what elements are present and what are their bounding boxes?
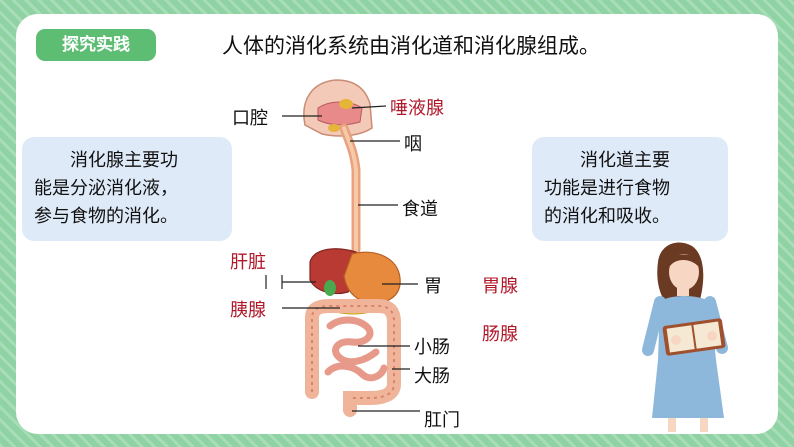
head-illustration: [303, 79, 373, 137]
label-mouth: 口腔: [232, 108, 268, 129]
leader-lines: [265, 105, 420, 412]
page-heading: 人体的消化系统由消化道和消化腺组成。: [222, 34, 600, 58]
section-tag: 探究实践: [36, 29, 156, 61]
digestive-gland-note: 消化腺主要功 能是分泌消化液， 参与食物的消化。: [22, 137, 232, 241]
label-pharynx: 咽: [404, 134, 422, 155]
note-line: 功能是进行食物: [544, 178, 670, 199]
digestive-tract-note: 消化道主要 功能是进行食物 的消化和吸收。: [532, 137, 728, 241]
label-gastric-gland: 胃腺: [482, 276, 518, 297]
teacher-illustration: [642, 242, 728, 432]
note-line: 参与食物的消化。: [34, 206, 178, 227]
small-intestine-shape: [324, 316, 388, 382]
label-intestinal-gland: 肠腺: [482, 324, 518, 345]
label-pancreas: 胰腺: [230, 300, 266, 321]
gallbladder-shape: [324, 280, 336, 296]
note-line: 能是分泌消化液，: [34, 178, 178, 199]
label-stomach: 胃: [424, 276, 442, 297]
label-liver: 肝脏: [230, 252, 266, 273]
label-small-intestine: 小肠: [414, 337, 450, 358]
salivary-gland-icon: [339, 99, 353, 109]
label-large-intestine: 大肠: [414, 366, 450, 387]
label-anus: 肛门: [424, 410, 460, 431]
note-line: 的消化和吸收。: [544, 206, 670, 227]
label-salivary-gland: 唾液腺: [390, 98, 444, 119]
label-esophagus: 食道: [402, 199, 438, 220]
stomach-shape: [343, 251, 401, 304]
note-line: 消化腺主要功: [34, 150, 178, 171]
note-line: 消化道主要: [544, 150, 670, 171]
